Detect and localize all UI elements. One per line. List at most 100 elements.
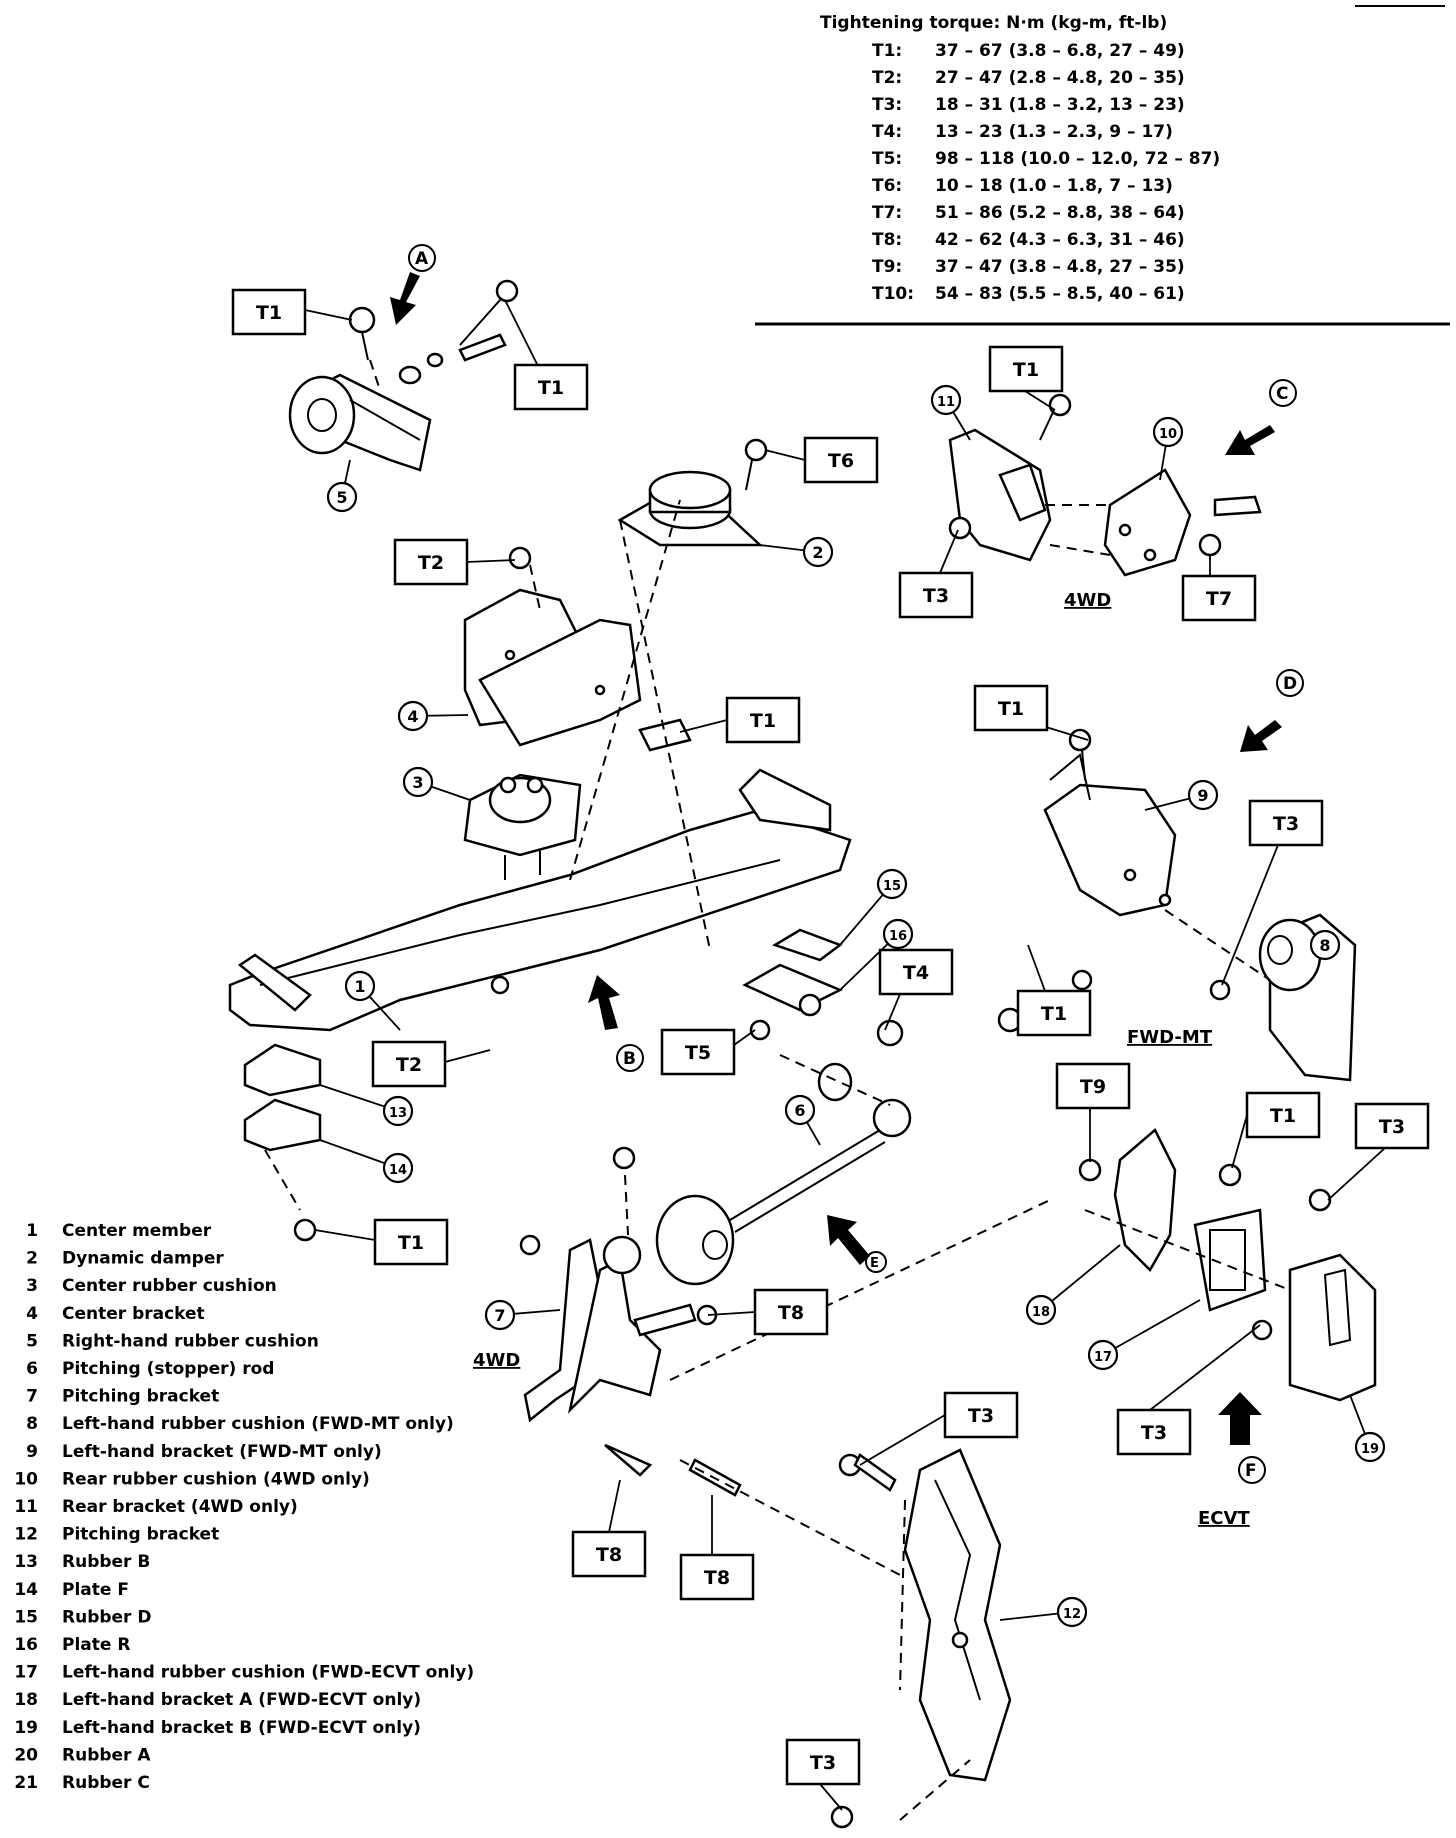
callout-8: 8	[1309, 929, 1341, 961]
view-arrow-c: C	[1225, 379, 1297, 455]
section-label-4wd-pitching: 4WD	[473, 1350, 520, 1371]
legend-text: Center rubber cushion	[62, 1276, 277, 1296]
torque-tag-t1: T1	[988, 345, 1064, 411]
callout-leader	[1040, 1244, 1121, 1311]
torque-key: T6:	[872, 176, 902, 196]
torque-table-heading: Tightening torque: N·m (kg-m, ft-lb)	[820, 13, 1167, 33]
callout-number: 5	[336, 488, 347, 507]
torque-value: 10 – 18 (1.0 – 1.8, 7 – 13)	[935, 176, 1173, 196]
torque-tag-leader	[819, 1783, 843, 1811]
torque-value: 18 – 31 (1.8 – 3.2, 13 – 23)	[935, 95, 1185, 115]
legend-item: 2 Dynamic damper	[26, 1249, 224, 1269]
callout-circle	[326, 481, 358, 513]
legend-text: Right-hand rubber cushion	[62, 1331, 319, 1351]
torque-tag-box	[373, 1218, 449, 1266]
torque-value: 98 – 118 (10.0 – 12.0, 72 – 87)	[935, 149, 1220, 169]
torque-tag-leader	[859, 1414, 946, 1466]
torque-tag-box	[393, 538, 469, 586]
torque-tag-box	[1354, 1102, 1430, 1150]
legend-item: 15 Rubber D	[14, 1607, 151, 1627]
torque-tag-text: T1	[1013, 359, 1039, 381]
view-arrow-a: A	[390, 244, 436, 325]
torque-row: T3: 18 – 31 (1.8 – 3.2, 13 – 23)	[872, 95, 1185, 115]
marker-a-label: A	[415, 249, 429, 269]
legend-number: 20	[14, 1745, 38, 1765]
legend-text: Plate R	[62, 1635, 130, 1655]
torque-tag-text: T1	[1041, 1003, 1067, 1025]
torque-tag-text: T2	[396, 1054, 422, 1076]
torque-key: T2:	[872, 68, 902, 88]
part-1-center-member	[228, 499, 852, 1032]
part-15-16-rubber-plate-r	[742, 928, 844, 1041]
callout-circle	[1354, 1431, 1386, 1463]
torque-tag-leader	[466, 559, 516, 563]
legend-number: 2	[26, 1249, 38, 1269]
torque-row: T4: 13 – 23 (1.3 – 2.3, 9 – 17)	[872, 122, 1173, 142]
torque-tag-text: T3	[810, 1752, 836, 1774]
torque-tag-box	[513, 363, 589, 411]
callout-number: 13	[389, 1106, 407, 1121]
legend-text: Dynamic damper	[62, 1249, 224, 1269]
callout-circle	[382, 1152, 414, 1184]
legend-number: 15	[14, 1607, 38, 1627]
callout-leader	[1102, 1299, 1201, 1356]
torque-tag-t1: T1	[314, 1218, 449, 1266]
torque-tag-text: T3	[1379, 1116, 1405, 1138]
part-5-right-hand-rubber-cushion	[288, 373, 432, 472]
torque-tag-box	[943, 1391, 1019, 1439]
torque-tag-leader	[314, 1229, 376, 1241]
part-13-14-rubber-plate	[243, 1043, 322, 1242]
torque-tag-text: T3	[1273, 813, 1299, 835]
torque-tag-leader	[304, 309, 353, 321]
torque-row: T5: 98 – 118 (10.0 – 12.0, 72 – 87)	[872, 149, 1220, 169]
torque-tag-t1: T1	[973, 684, 1089, 741]
torque-key: T10:	[872, 284, 914, 304]
torque-tag-t3: T3	[859, 1391, 1019, 1466]
part-3-center-rubber-cushion	[463, 773, 582, 880]
torque-tag-text: T1	[398, 1232, 424, 1254]
callout-number: 19	[1361, 1442, 1379, 1457]
marker-d-label: D	[1283, 674, 1297, 694]
callout-number: 2	[812, 543, 823, 562]
legend-text: Center member	[62, 1221, 212, 1241]
torque-tag-leader	[679, 719, 728, 733]
legend-text: Left-hand rubber cushion (FWD-ECVT only)	[62, 1663, 474, 1683]
part-17-18-19-ecvt-brackets	[1078, 1128, 1377, 1402]
callout-circle	[1187, 779, 1219, 811]
legend-text: Rubber D	[62, 1607, 151, 1627]
legend-number: 21	[14, 1773, 38, 1793]
callout-circle	[1087, 1339, 1119, 1371]
torque-table: Tightening torque: N·m (kg-m, ft-lb) T1:…	[755, 5, 1450, 326]
torque-key: T5:	[872, 149, 902, 169]
legend-text: Rear rubber cushion (4WD only)	[62, 1469, 370, 1489]
legend-text: Pitching (stopper) rod	[62, 1359, 274, 1379]
callout-number: 1	[354, 977, 365, 996]
bolt-icon	[348, 279, 519, 391]
legend-number: 16	[14, 1635, 38, 1655]
callout-17: 17	[1087, 1299, 1201, 1371]
part-7-pitching-bracket-4wd	[519, 1146, 742, 1497]
callout-number: 11	[937, 395, 955, 410]
torque-tag-leader	[884, 993, 901, 1031]
callout-circle	[930, 384, 962, 416]
torque-tag-box	[571, 1530, 647, 1578]
torque-tag-box	[725, 696, 801, 744]
callout-19: 19	[1349, 1394, 1386, 1463]
callout-number: 14	[389, 1163, 407, 1178]
torque-tag-text: T5	[685, 1042, 711, 1064]
section-label-4wd-rear: 4WD	[1064, 590, 1111, 611]
callout-circle	[1056, 1596, 1088, 1628]
callout-5: 5	[326, 459, 358, 513]
torque-tag-text: T4	[903, 962, 929, 984]
section-label-fwd-mt: FWD-MT	[1127, 1027, 1213, 1048]
callout-number: 3	[412, 773, 423, 792]
torque-tag-t3: T3	[1327, 1102, 1430, 1201]
torque-tag-leader	[1231, 1114, 1248, 1169]
torque-row: T2: 27 – 47 (2.8 – 4.8, 20 – 35)	[872, 68, 1185, 88]
